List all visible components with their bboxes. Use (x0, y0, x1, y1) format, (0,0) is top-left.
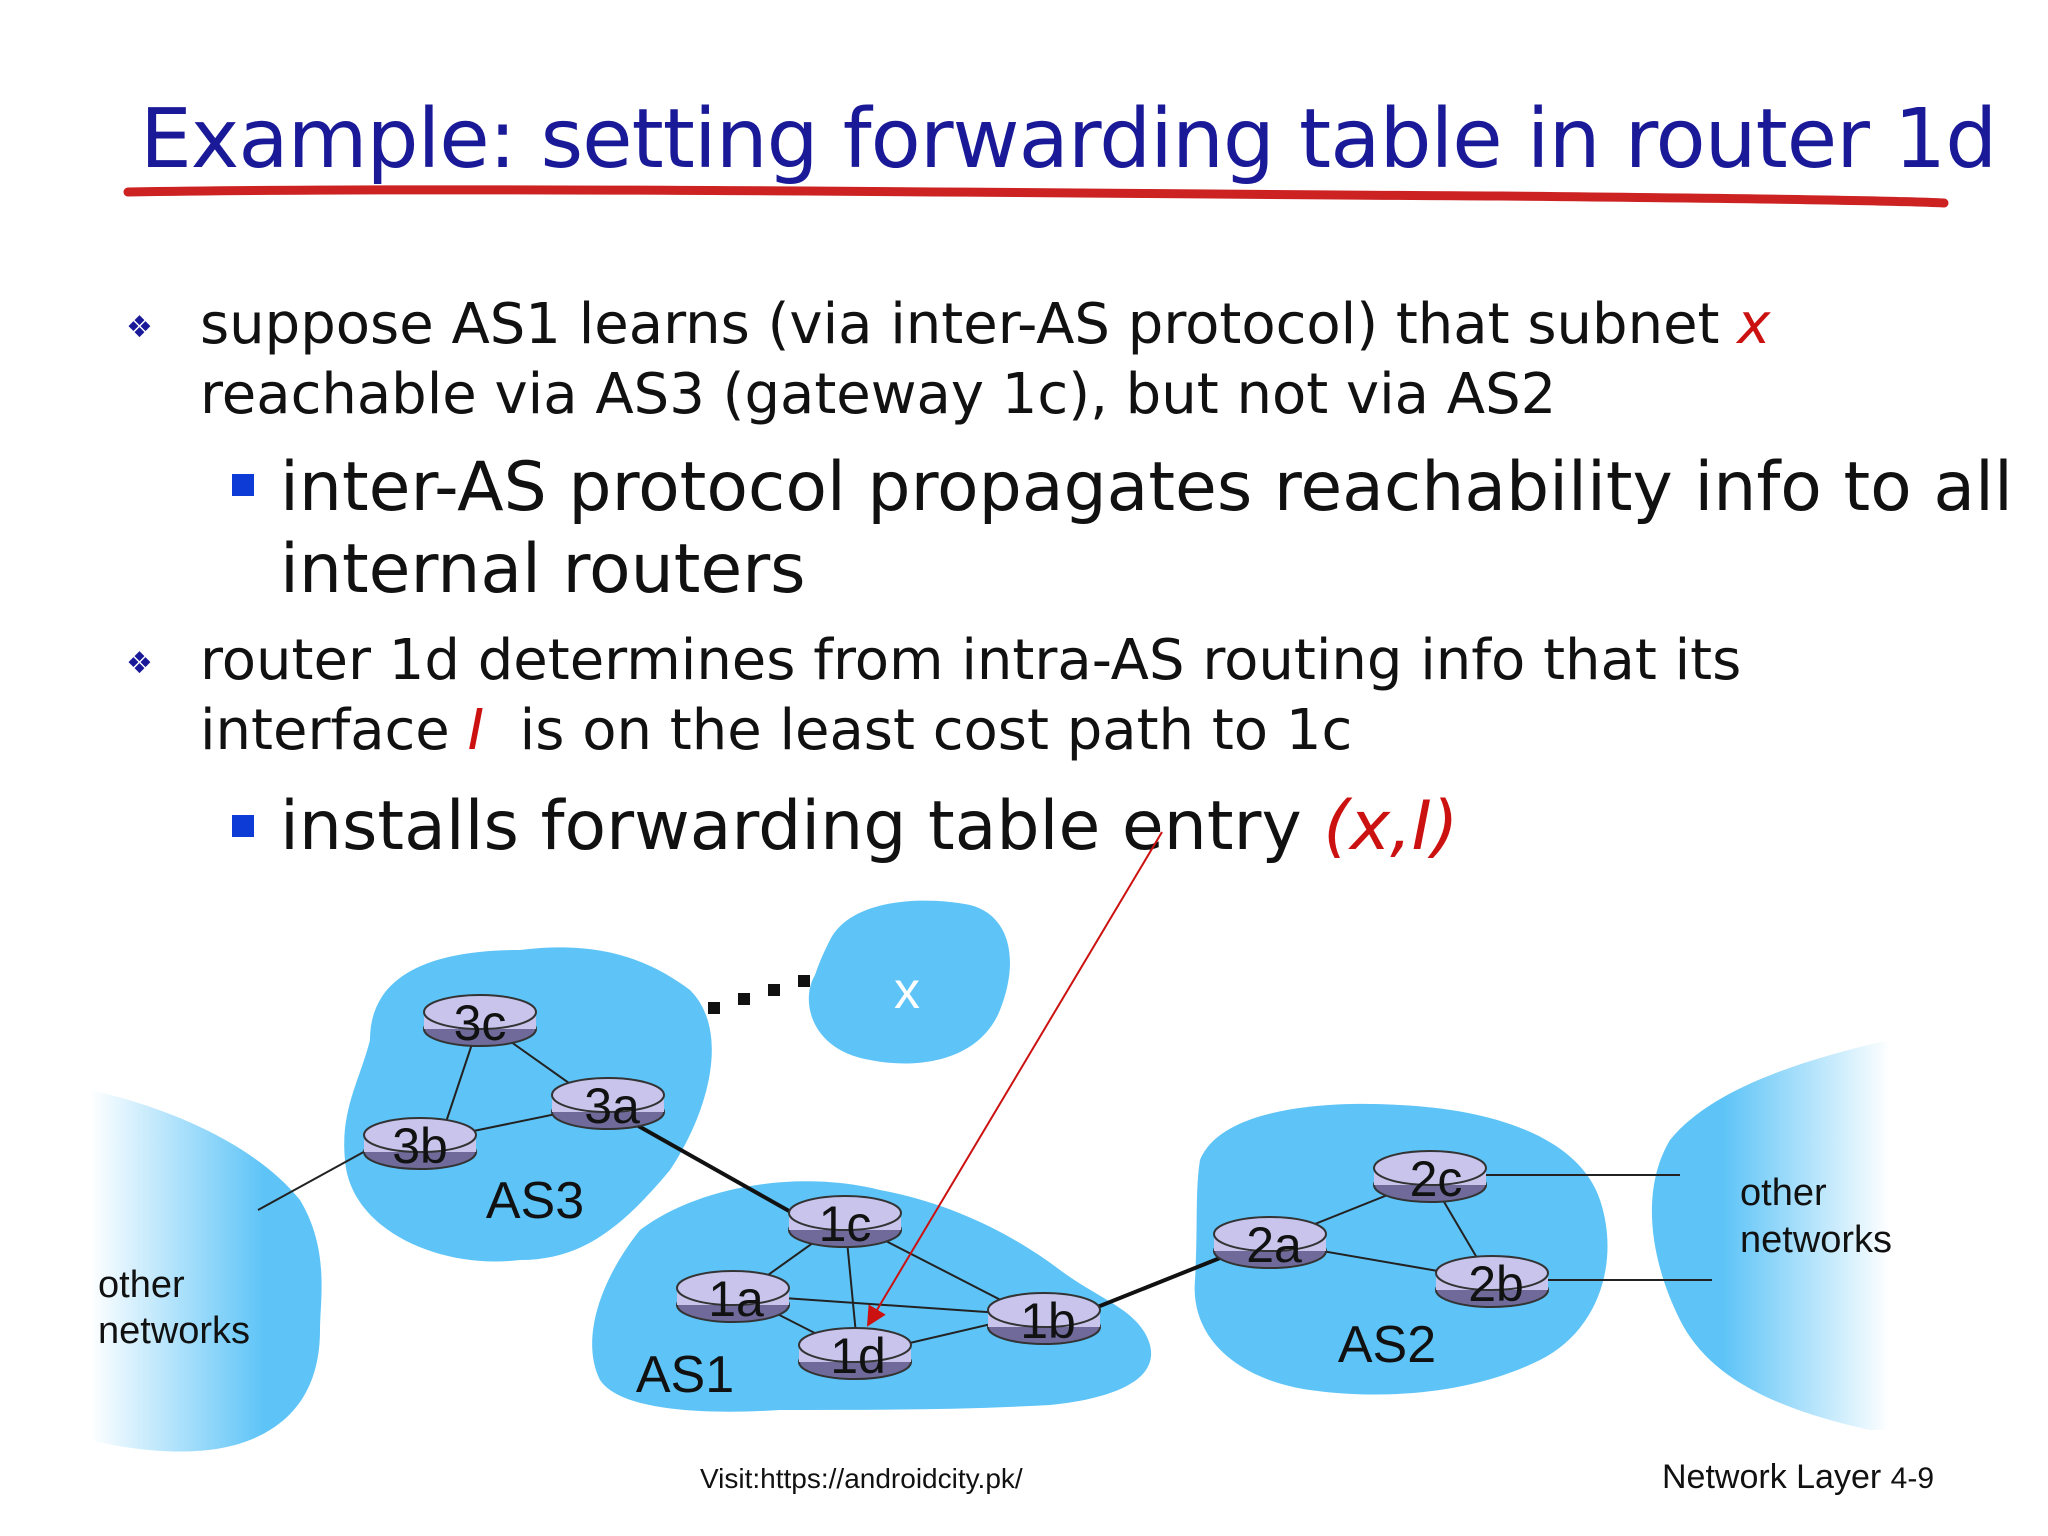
sub-bullet-1-line-1: inter-AS protocol propagates reachabilit… (280, 448, 2013, 527)
forwarding-entry-var: (x,I) (1323, 787, 1459, 866)
router-3b-label: 3b (392, 1118, 448, 1174)
sub-bullet-2: installs forwarding table entry (x,I) (280, 786, 1458, 868)
slide-title: Example: setting forwarding table in rou… (140, 92, 1997, 187)
router-1d-label: 1d (830, 1328, 886, 1384)
other-networks-right-cloud (1651, 1040, 1890, 1430)
router-1a-label: 1a (708, 1271, 764, 1327)
bullet-1-line-2: reachable via AS3 (gateway 1c), but not … (200, 362, 1557, 427)
other-networks-right-line-1: other (1740, 1172, 1827, 1214)
other-networks-left-line-2: networks (98, 1310, 250, 1352)
router-1c-label: 1c (819, 1196, 872, 1252)
subnet-x-label: x (894, 962, 920, 1020)
sub-bullet-1-line-2: internal routers (280, 530, 806, 609)
bullet-2-line-1: router 1d determines from intra-AS routi… (200, 628, 1742, 693)
bullet-2-line-2: interface I is on the least cost path to… (200, 696, 1352, 766)
router-2c-label: 2c (1410, 1151, 1463, 1207)
bullet-1-line-1: suppose AS1 learns (via inter-AS protoco… (200, 290, 1770, 360)
as2-cloud (1194, 1103, 1608, 1395)
other-networks-right-line-2: networks (1740, 1219, 1892, 1261)
other-networks-left-cloud (90, 1090, 322, 1452)
as3-label: AS3 (486, 1172, 584, 1230)
footer-section: Network Layer (1662, 1458, 1882, 1496)
subnet-x-cloud (808, 900, 1010, 1064)
router-3c-label: 3c (454, 995, 507, 1051)
footer-page-number: 4-9 (1890, 1462, 1935, 1495)
bullet-1-text: suppose AS1 learns (via inter-AS protoco… (200, 292, 1738, 357)
router-3b: 3b (363, 1117, 477, 1174)
subnet-x-var: x (1737, 292, 1771, 357)
router-3a: 3a (551, 1077, 665, 1134)
router-3c: 3c (423, 994, 537, 1051)
other-networks-left-line-1: other (98, 1264, 185, 1306)
router-1c: 1c (788, 1195, 902, 1252)
router-1a: 1a (676, 1270, 790, 1327)
footer-page-label: Network Layer 4-9 (1662, 1458, 1934, 1497)
footer-visit-link[interactable]: Visit:https://androidcity.pk/ (700, 1463, 1023, 1494)
as1-cloud (592, 1181, 1152, 1412)
as2-label: AS2 (1338, 1316, 1436, 1374)
router-2b: 2b (1435, 1255, 1549, 1312)
interface-i-var: I (467, 698, 485, 763)
router-1b-label: 1b (1020, 1293, 1076, 1349)
bullet-2-text: interface (200, 698, 468, 763)
router-1d: 1d (798, 1327, 912, 1384)
bullet-square-icon (232, 474, 254, 496)
router-3a-label: 3a (584, 1078, 640, 1134)
red-arrow (866, 831, 1163, 1327)
router-2c: 2c (1373, 1150, 1487, 1207)
router-2a: 2a (1213, 1216, 1327, 1273)
title-underline (123, 185, 1949, 208)
sub-bullet-2-text: installs forwarding table entry (280, 787, 1324, 866)
router-1b: 1b (987, 1292, 1101, 1349)
as1-label: AS1 (636, 1346, 734, 1404)
router-2a-label: 2a (1246, 1217, 1302, 1273)
bullet-square-icon (232, 815, 254, 837)
router-2b-label: 2b (1468, 1256, 1524, 1312)
bullet-diamond-icon: ❖ (126, 647, 153, 680)
bullet-2-text-end: is on the least cost path to 1c (484, 698, 1353, 763)
dotted-link (708, 975, 810, 1014)
bullet-diamond-icon: ❖ (126, 311, 153, 344)
